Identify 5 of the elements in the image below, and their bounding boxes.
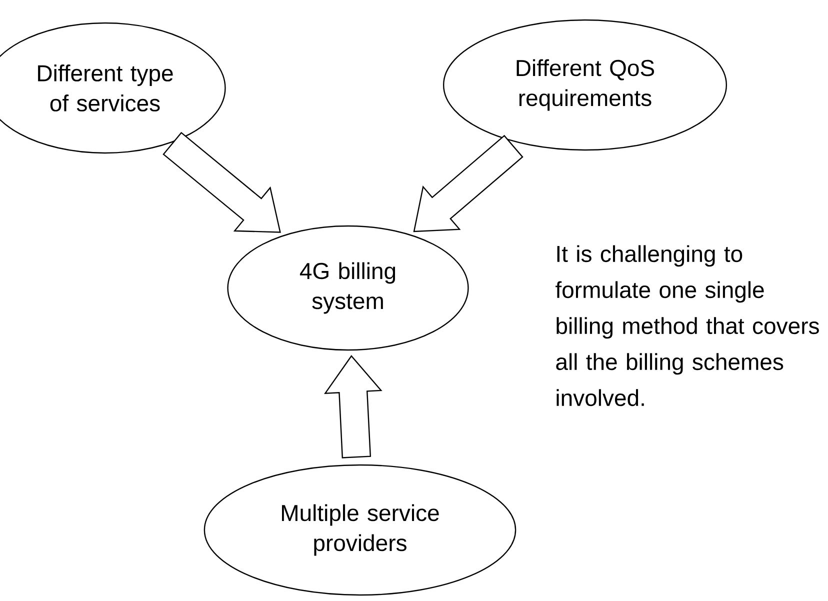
block-arrow: [324, 355, 382, 458]
ellipse-node: Multiple service providers: [204, 464, 516, 596]
ellipse-node: 4G billing system: [227, 225, 469, 351]
note-text: It is challenging to formulate one single billing method that covers all the billing schemes involved.: [556, 245, 819, 406]
ellipse-node: Different QoS requirements: [442, 19, 728, 151]
